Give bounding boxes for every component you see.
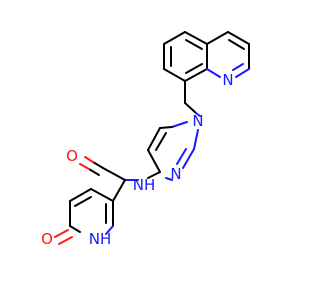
atom-pyridone-o: O <box>41 230 53 248</box>
atom-pyrazole-n1: N <box>192 112 203 130</box>
amide-linkage <box>79 156 161 202</box>
pyridone-o-label: O <box>41 230 53 248</box>
pyrazole-n1-label: N <box>192 112 203 130</box>
quinoline-pyridine-ring <box>206 31 250 78</box>
molecule-diagram: N N N NH O O NH <box>41 31 250 248</box>
quinoline-n-label: N <box>222 71 233 89</box>
quinoline-benzo-ring <box>163 31 208 82</box>
pyrazole-ring <box>147 121 199 181</box>
atom-pyrazole-n2: N <box>170 165 181 183</box>
methylene-linker <box>184 80 201 117</box>
pyridone-ring <box>54 188 114 245</box>
pyrazole-n2-label: N <box>170 165 181 183</box>
amide-nh-label: NH <box>133 176 156 194</box>
pyridone-nh-label: NH <box>89 230 112 248</box>
structure-svg: N N N NH O O NH <box>41 31 250 248</box>
atom-quinoline-n: N <box>222 71 233 89</box>
atom-pyridone-nh: NH <box>89 230 112 248</box>
atom-amide-o: O <box>66 147 78 165</box>
atom-amide-nh: NH <box>133 176 156 194</box>
amide-o-label: O <box>66 147 78 165</box>
